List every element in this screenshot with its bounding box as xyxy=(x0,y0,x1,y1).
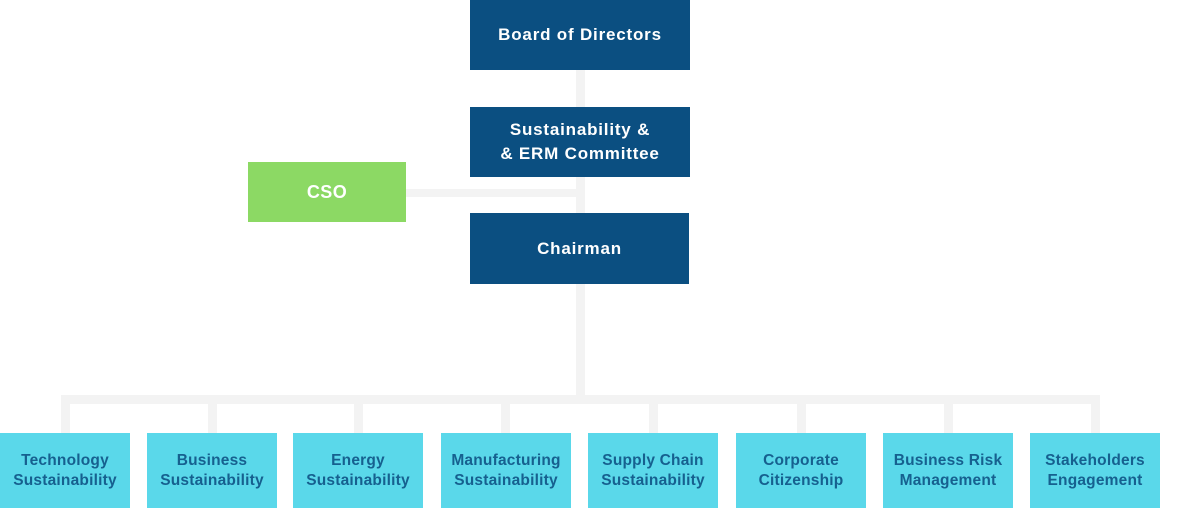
connector-stub-technology xyxy=(61,395,70,433)
node-manufacturing-sustainability: Manufacturing Sustainability xyxy=(441,433,571,508)
node-label-line: Stakeholders xyxy=(1045,452,1145,469)
connector-chairman-down xyxy=(576,284,585,395)
node-stakeholders-engagement: Stakeholders Engagement xyxy=(1030,433,1160,508)
connector-stub-manufacturing xyxy=(501,395,510,433)
node-label-line: Business Risk xyxy=(893,452,1003,469)
connector-distribution-bar xyxy=(61,395,1100,404)
connector-cso-branch xyxy=(406,189,585,197)
node-label-line: Energy xyxy=(331,452,385,469)
node-supply-chain-sustainability: Supply Chain Sustainability xyxy=(588,433,718,508)
node-label-line: Sustainability & xyxy=(509,120,651,139)
node-label: Board of Directors xyxy=(498,25,662,44)
node-label-line: Sustainability xyxy=(13,471,117,489)
node-label-line: & ERM Committee xyxy=(500,144,660,163)
node-cso: CSO xyxy=(248,162,406,222)
node-label-line: Citizenship xyxy=(758,471,844,489)
node-label-line: Corporate xyxy=(763,452,839,469)
node-label-line: Sustainability xyxy=(306,471,410,489)
connector-stub-business-risk xyxy=(944,395,953,433)
node-corporate-citizenship: Corporate Citizenship xyxy=(736,433,866,508)
node-label-line: Sustainability xyxy=(454,471,558,489)
connector-stub-corporate xyxy=(797,395,806,433)
node-business-risk-management: Business Risk Management xyxy=(883,433,1013,508)
node-label: Chairman xyxy=(537,238,622,258)
node-business-sustainability: Business Sustainability xyxy=(147,433,277,508)
node-energy-sustainability: Energy Sustainability xyxy=(293,433,423,508)
node-label-line: Technology xyxy=(21,452,109,469)
node-label-line: Management xyxy=(899,471,997,489)
connector-stub-supply-chain xyxy=(649,395,658,433)
node-label: CSO xyxy=(306,181,348,202)
connector-stub-business xyxy=(208,395,217,433)
node-label-line: Business xyxy=(176,452,248,469)
connector-stub-stakeholders xyxy=(1091,395,1100,433)
node-technology-sustainability: Technology Sustainability xyxy=(0,433,130,508)
connector-board-committee xyxy=(576,70,585,107)
node-label-line: Manufacturing xyxy=(451,452,561,469)
node-label-line: Supply Chain xyxy=(602,452,704,469)
node-board-of-directors: Board of Directors xyxy=(470,0,690,70)
node-label-line: Sustainability xyxy=(601,471,705,489)
node-label-line: Sustainability xyxy=(160,471,264,489)
node-chairman: Chairman xyxy=(470,213,689,284)
node-label-line: Engagement xyxy=(1047,471,1143,489)
connector-stub-energy xyxy=(354,395,363,433)
node-sustainability-erm-committee: Sustainability & & ERM Committee xyxy=(470,107,690,177)
